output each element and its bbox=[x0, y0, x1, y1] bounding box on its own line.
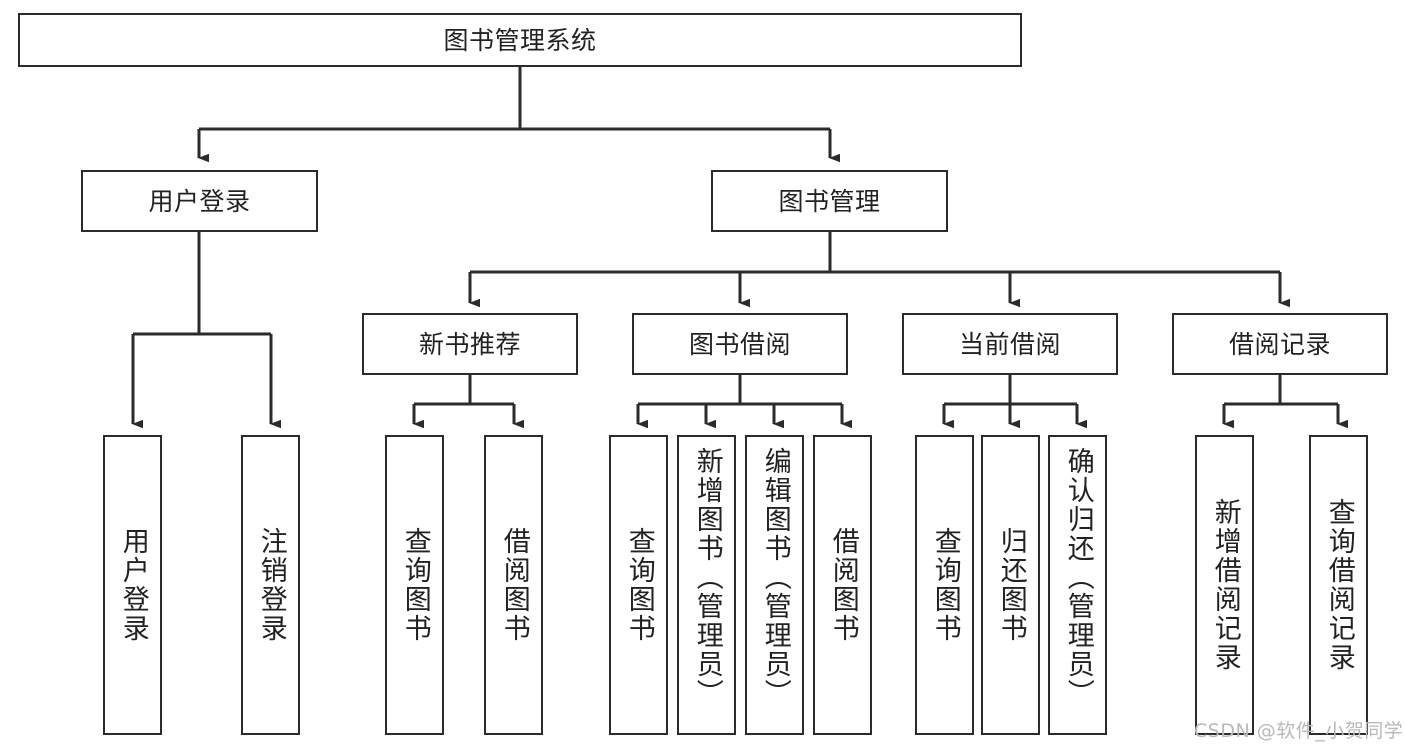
node-label: 新书推荐 bbox=[418, 329, 521, 359]
node-user-login[interactable]: 用户登录 bbox=[81, 170, 318, 232]
node-label: 查询图书 bbox=[623, 527, 655, 643]
watermark-text: CSDN @软件_小贺同学 bbox=[1194, 720, 1404, 742]
leaf-logout[interactable]: 注销登录 bbox=[241, 435, 300, 735]
leaf-return-books[interactable]: 归还图书 bbox=[981, 435, 1040, 735]
node-label: 用户登录 bbox=[117, 527, 149, 643]
node-label: 图书借阅 bbox=[688, 329, 791, 359]
node-label: 用户登录 bbox=[148, 186, 251, 216]
node-book-borrow[interactable]: 图书借阅 bbox=[632, 313, 848, 375]
leaf-query-borrow-record[interactable]: 查询借阅记录 bbox=[1309, 435, 1368, 735]
node-label: 新增图书（管理员） bbox=[691, 447, 723, 708]
node-label: 图书管理 bbox=[778, 186, 881, 216]
node-root-system[interactable]: 图书管理系统 bbox=[18, 13, 1022, 67]
leaf-query-books-recommend[interactable]: 查询图书 bbox=[385, 435, 444, 735]
leaf-query-books-current[interactable]: 查询图书 bbox=[915, 435, 974, 735]
leaf-user-login[interactable]: 用户登录 bbox=[103, 435, 162, 735]
leaf-add-borrow-record[interactable]: 新增借阅记录 bbox=[1195, 435, 1254, 735]
node-label: 当前借阅 bbox=[958, 329, 1061, 359]
node-label: 归还图书 bbox=[995, 527, 1027, 643]
node-label: 借阅图书 bbox=[498, 527, 530, 643]
node-label: 编辑图书（管理员） bbox=[759, 447, 791, 708]
leaf-edit-book-admin[interactable]: 编辑图书（管理员） bbox=[745, 435, 804, 735]
node-label: 查询图书 bbox=[929, 527, 961, 643]
leaf-borrow-books-recommend[interactable]: 借阅图书 bbox=[484, 435, 543, 735]
node-book-management[interactable]: 图书管理 bbox=[711, 170, 948, 232]
node-borrow-record[interactable]: 借阅记录 bbox=[1172, 313, 1388, 375]
node-label: 新增借阅记录 bbox=[1209, 498, 1241, 672]
node-label: 确认归还（管理员） bbox=[1062, 447, 1094, 708]
leaf-query-books-borrow[interactable]: 查询图书 bbox=[609, 435, 668, 735]
node-label: 借阅图书 bbox=[827, 527, 859, 643]
leaf-confirm-return-admin[interactable]: 确认归还（管理员） bbox=[1048, 435, 1107, 735]
leaf-add-book-admin[interactable]: 新增图书（管理员） bbox=[677, 435, 736, 735]
node-label: 注销登录 bbox=[255, 527, 287, 643]
node-current-borrow[interactable]: 当前借阅 bbox=[902, 313, 1118, 375]
node-new-book-recommend[interactable]: 新书推荐 bbox=[362, 313, 578, 375]
node-label: 查询图书 bbox=[399, 527, 431, 643]
leaf-borrow-books-borrow[interactable]: 借阅图书 bbox=[813, 435, 872, 735]
node-label: 图书管理系统 bbox=[443, 25, 597, 55]
node-label: 查询借阅记录 bbox=[1323, 498, 1355, 672]
node-label: 借阅记录 bbox=[1228, 329, 1331, 359]
